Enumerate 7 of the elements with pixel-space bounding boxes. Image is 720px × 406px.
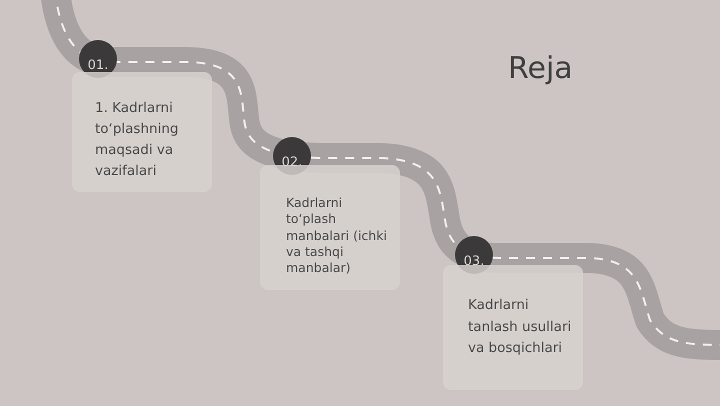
step-card: [443, 265, 583, 390]
step-card: [260, 165, 400, 290]
step-text: Kadrlarni tanlash usullari va bosqichlari: [468, 296, 572, 358]
title: Reja: [508, 52, 573, 85]
step-text: Kadrlarni to‘plash manbalari (ichki va tashqi manbalar): [286, 195, 388, 276]
step-text: 1. Kadrlarni to‘plashning maqsadi va vazifalari: [95, 99, 180, 181]
step-card: [72, 72, 212, 192]
